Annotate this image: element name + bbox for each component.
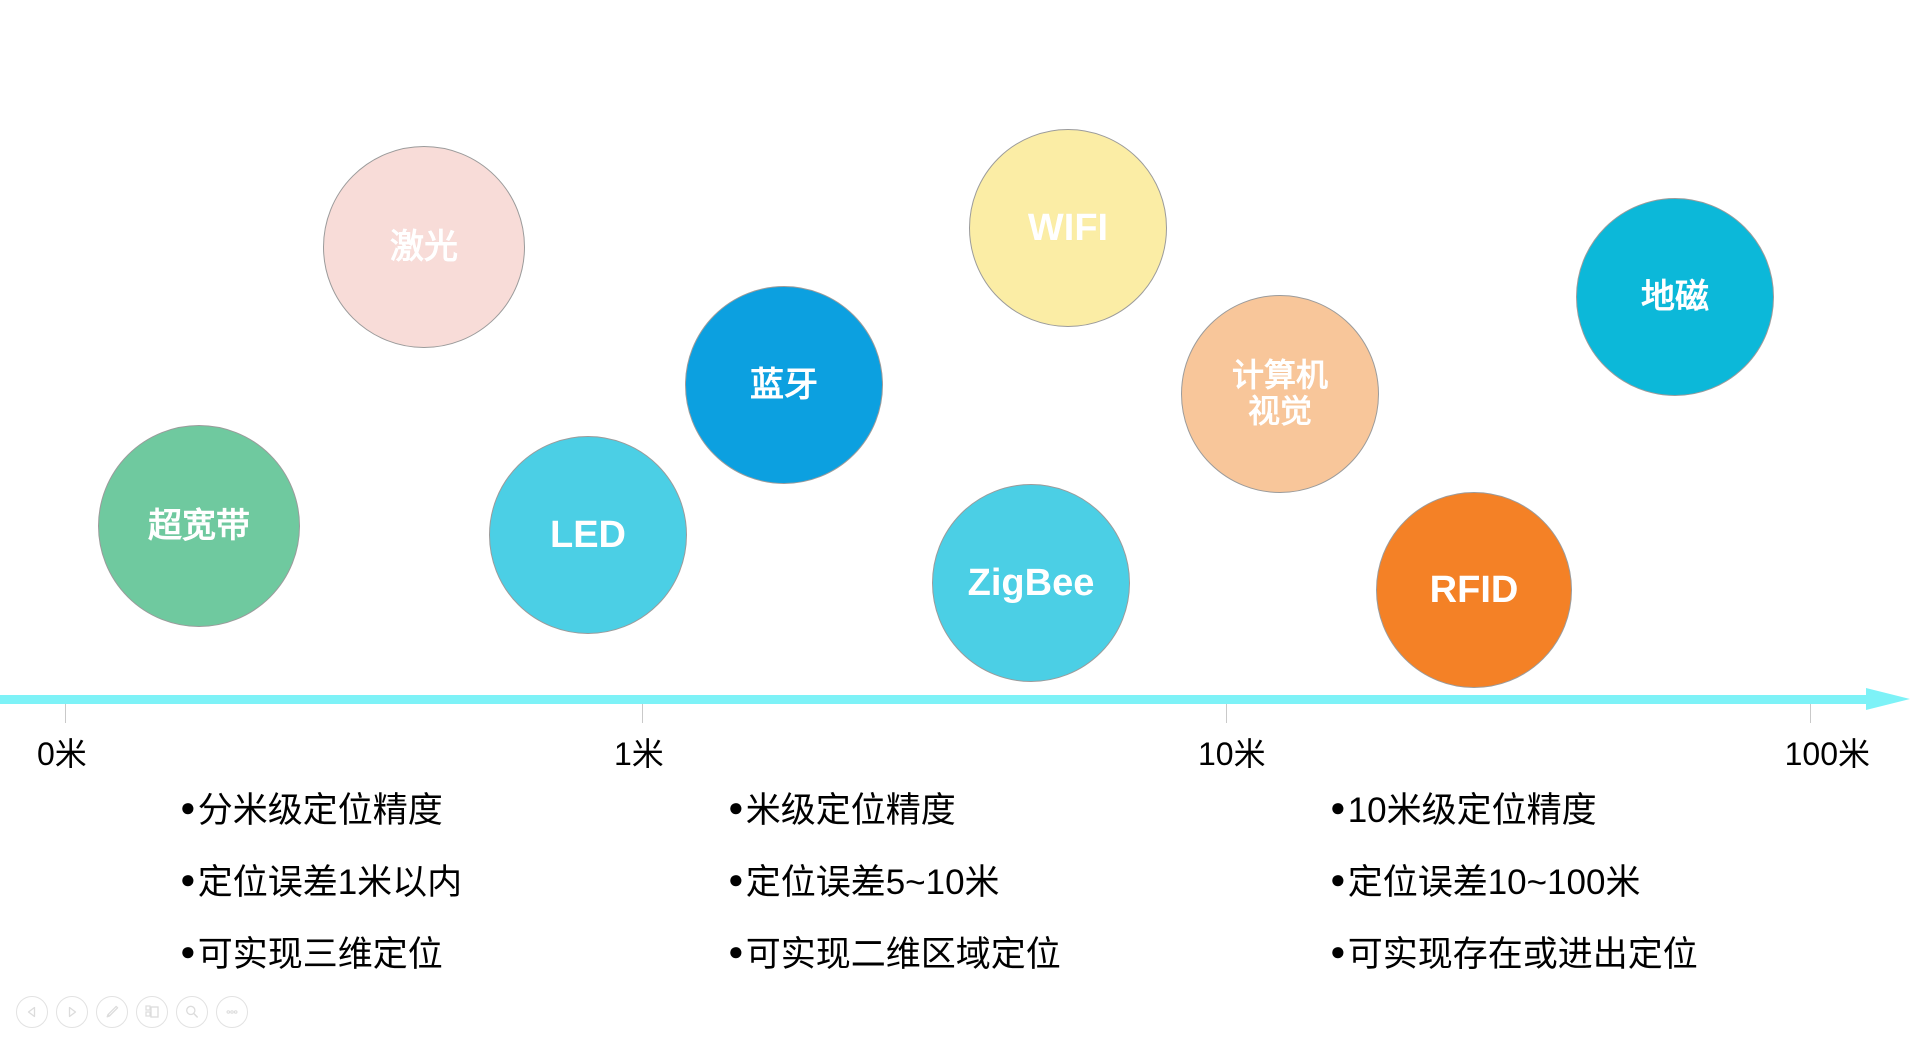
bullet-dot-icon: ● (1330, 792, 1346, 822)
previous-icon[interactable] (16, 996, 48, 1028)
bullet-column-3: ●10米级定位精度●定位误差10~100米●可实现存在或进出定位 (1330, 790, 1910, 1006)
bubble-label: 地磁 (1641, 277, 1709, 316)
axis-tick-label: 0米 (37, 736, 87, 772)
bullet-text: 可实现存在或进出定位 (1347, 935, 1698, 974)
axis-tick (1810, 704, 1811, 723)
bubble-地磁[interactable]: 地磁 (1576, 198, 1774, 396)
bullet-item: ●可实现二维区域定位 (728, 934, 1308, 1006)
bullet-item: ●10米级定位精度 (1330, 790, 1910, 862)
bullet-dot-icon: ● (728, 864, 744, 894)
bubble-label: RFID (1429, 568, 1519, 611)
bubble-label: WIFI (1027, 206, 1109, 249)
bullet-dot-icon: ● (728, 792, 744, 822)
bullet-item: ●可实现存在或进出定位 (1330, 934, 1910, 1006)
bullet-item: ●定位误差1米以内 (180, 862, 760, 934)
axis-tick-label: 100米 (1784, 736, 1870, 772)
bullet-text: 可实现三维定位 (197, 935, 443, 974)
bubble-label: 超宽带 (148, 506, 250, 545)
more-icon[interactable] (216, 996, 248, 1028)
axis-tick-label: 1米 (614, 736, 664, 772)
bullet-column-2: ●米级定位精度●定位误差5~10米●可实现二维区域定位 (728, 790, 1308, 1006)
measurement-axis (0, 688, 1913, 723)
bullet-item: ●米级定位精度 (728, 790, 1308, 862)
bubble-label: 激光 (390, 227, 458, 266)
bullet-text: 定位误差5~10米 (745, 863, 1000, 902)
bullet-text: 定位误差10~100米 (1347, 863, 1641, 902)
bullet-column-1: ●分米级定位精度●定位误差1米以内●可实现三维定位 (180, 790, 760, 1006)
bubble-label: 计算机 视觉 (1231, 357, 1328, 429)
bullet-item: ●定位误差5~10米 (728, 862, 1308, 934)
bubble-label: LED (550, 513, 626, 556)
bubble-超宽带[interactable]: 超宽带 (98, 425, 300, 627)
bubble-计算机视觉[interactable]: 计算机 视觉 (1181, 295, 1379, 493)
zoom-icon[interactable] (176, 996, 208, 1028)
bubble-WIFI[interactable]: WIFI (969, 129, 1167, 327)
pen-icon[interactable] (96, 996, 128, 1028)
presentation-toolbar[interactable] (16, 996, 248, 1028)
axis-tick (1226, 704, 1227, 723)
bullet-item: ●可实现三维定位 (180, 934, 760, 1006)
axis-arrow-icon (1866, 688, 1910, 710)
bullet-dot-icon: ● (728, 936, 744, 966)
bubble-label: 蓝牙 (750, 365, 818, 404)
bullet-text: 10米级定位精度 (1347, 791, 1597, 830)
bullet-text: 定位误差1米以内 (197, 863, 463, 902)
bubble-ZigBee[interactable]: ZigBee (932, 484, 1130, 682)
bubble-LED[interactable]: LED (489, 436, 687, 634)
bullet-dot-icon: ● (1330, 936, 1346, 966)
bullet-dot-icon: ● (180, 936, 196, 966)
axis-tick (642, 704, 643, 723)
bullet-item: ●定位误差10~100米 (1330, 862, 1910, 934)
bullet-dot-icon: ● (180, 864, 196, 894)
bullet-text: 分米级定位精度 (197, 791, 443, 830)
play-icon[interactable] (56, 996, 88, 1028)
axis-line (0, 695, 1872, 704)
axis-tick (65, 704, 66, 723)
bubble-RFID[interactable]: RFID (1376, 492, 1572, 688)
bullet-dot-icon: ● (1330, 864, 1346, 894)
bullet-item: ●分米级定位精度 (180, 790, 760, 862)
bullet-text: 可实现二维区域定位 (745, 935, 1061, 974)
axis-tick-label: 10米 (1198, 736, 1266, 772)
bubble-激光[interactable]: 激光 (323, 146, 525, 348)
bullet-dot-icon: ● (180, 792, 196, 822)
bullet-text: 米级定位精度 (745, 791, 956, 830)
slides-icon[interactable] (136, 996, 168, 1028)
bubble-蓝牙[interactable]: 蓝牙 (685, 286, 883, 484)
bubble-label: ZigBee (967, 561, 1095, 604)
